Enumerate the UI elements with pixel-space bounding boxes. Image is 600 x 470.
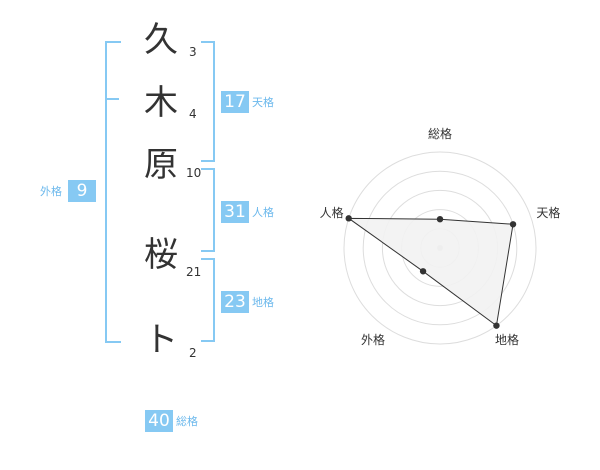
stroke-count-3: 10 (186, 166, 202, 180)
radar-point-1 (436, 216, 444, 223)
name-char-3: 原 (144, 145, 178, 185)
gaikaku-badge: 外格 9 (40, 180, 96, 202)
jinkaku-bracket (201, 168, 215, 252)
radar-axis-label-2: 天格 (536, 205, 560, 220)
jinkaku-value: 31 (221, 201, 249, 223)
stroke-count-4: 21 (186, 265, 202, 279)
jinkaku-label: 人格 (252, 206, 274, 219)
radar-axis-label-3: 地格 (495, 332, 519, 347)
gaikaku-bracket-tick (105, 98, 119, 100)
soukaku-label: 総格 (176, 415, 198, 428)
jinkaku-badge: 31 人格 (221, 201, 274, 223)
tenkaku-badge: 17 天格 (221, 91, 274, 113)
radar-point-5 (345, 215, 352, 222)
gaikaku-bracket (105, 41, 121, 343)
stroke-count-5: 2 (189, 346, 197, 360)
radar-points (345, 215, 517, 329)
radar-axis-label-1: 総格 (428, 126, 452, 141)
radar-area (347, 217, 514, 327)
gaikaku-value: 9 (68, 180, 96, 202)
radar-point-2 (509, 221, 517, 228)
soukaku-value: 40 (145, 410, 173, 432)
chikaku-badge: 23 地格 (221, 291, 274, 313)
tenkaku-bracket (201, 41, 215, 162)
radar-ring-4 (362, 170, 518, 326)
name-char-5: ト (144, 320, 178, 360)
radar-axis-label-4: 外格 (361, 332, 385, 347)
radar-axis-label-5: 人格 (320, 205, 344, 220)
stroke-count-2: 4 (189, 107, 197, 121)
tenkaku-label: 天格 (252, 96, 274, 109)
radar-point-3 (493, 322, 500, 329)
radar-point-4 (419, 268, 427, 275)
radar-ring-5 (343, 151, 537, 345)
chikaku-bracket (201, 258, 215, 342)
stroke-count-1: 3 (189, 45, 197, 59)
soukaku-badge: 40 総格 (145, 410, 198, 432)
name-char-4: 桜 (144, 235, 178, 275)
name-char-1: 久 (144, 20, 178, 60)
name-char-2: 木 (144, 83, 178, 123)
tenkaku-value: 17 (221, 91, 249, 113)
gaikaku-label: 外格 (40, 185, 62, 198)
chikaku-label: 地格 (252, 296, 274, 309)
chikaku-value: 23 (221, 291, 249, 313)
